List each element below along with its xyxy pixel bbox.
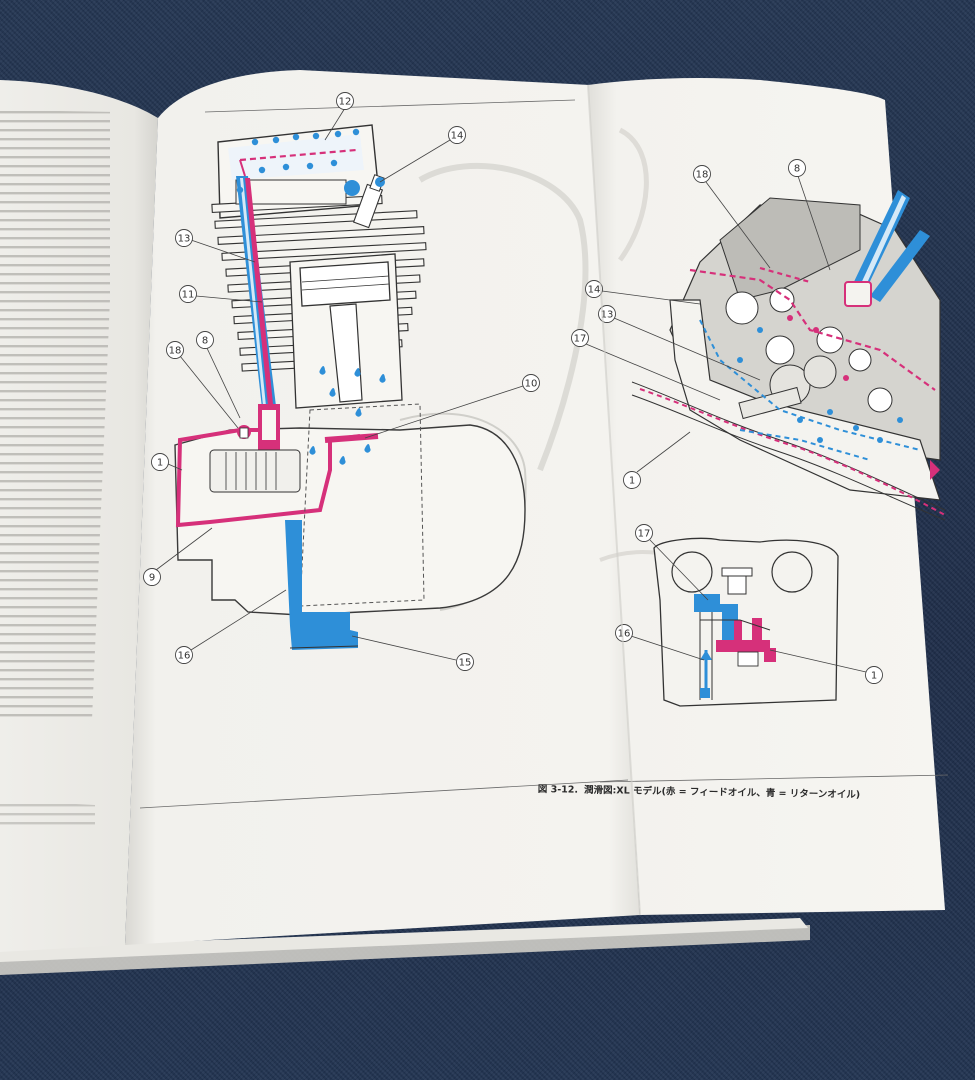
callout-right-18: 18	[693, 165, 771, 269]
callouts-left: 12 14 13 11 8 18 10	[143, 92, 540, 671]
callout-18: 18	[166, 341, 239, 429]
svg-text:1: 1	[871, 671, 877, 682]
oil-line-pipe	[631, 381, 946, 521]
svg-text:15: 15	[459, 658, 472, 669]
svg-text:17: 17	[638, 529, 651, 540]
svg-text:14: 14	[588, 285, 601, 296]
callout-right-8: 8	[788, 159, 831, 271]
callout-11: 11	[179, 285, 263, 303]
callout-right-1: 1	[623, 431, 691, 489]
callout-inset-16: 16	[615, 624, 705, 661]
left-page	[0, 80, 158, 952]
callout-10: 10	[364, 374, 540, 439]
callout-8: 8	[196, 331, 241, 419]
callout-14: 14	[379, 126, 466, 183]
svg-text:13: 13	[178, 234, 191, 245]
svg-text:8: 8	[794, 164, 800, 175]
callout-1: 1	[151, 453, 183, 471]
svg-text:13: 13	[601, 310, 614, 321]
svg-text:12: 12	[339, 97, 352, 108]
callout-13: 13	[175, 229, 256, 263]
callouts-inset: 17 16 1	[615, 524, 883, 684]
callout-right-14: 14	[585, 280, 701, 305]
svg-text:14: 14	[451, 131, 464, 142]
oil-pump-inset-diagram	[653, 537, 839, 707]
figure-number: 図 3-12.	[537, 783, 579, 796]
callout-12: 12	[324, 92, 354, 141]
svg-text:10: 10	[525, 379, 538, 390]
callout-15: 15	[351, 635, 474, 671]
spark-plug-icon	[352, 174, 385, 229]
svg-text:8: 8	[202, 336, 208, 347]
callout-inset-17: 17	[635, 524, 709, 601]
svg-text:11: 11	[182, 290, 195, 301]
svg-text:18: 18	[696, 170, 709, 181]
svg-text:16: 16	[618, 629, 631, 640]
callout-inset-1: 1	[769, 649, 883, 684]
callout-16: 16	[175, 589, 287, 664]
svg-text:9: 9	[149, 573, 155, 584]
svg-text:18: 18	[169, 346, 182, 357]
callout-right-17: 17	[571, 329, 721, 401]
svg-text:16: 16	[178, 651, 191, 662]
callout-9: 9	[143, 527, 213, 586]
engine-cutaway-diagram	[174, 124, 589, 650]
svg-text:17: 17	[574, 334, 587, 345]
crankcase-detail-diagram	[599, 127, 946, 592]
svg-text:1: 1	[157, 458, 163, 469]
svg-text:1: 1	[629, 476, 635, 487]
